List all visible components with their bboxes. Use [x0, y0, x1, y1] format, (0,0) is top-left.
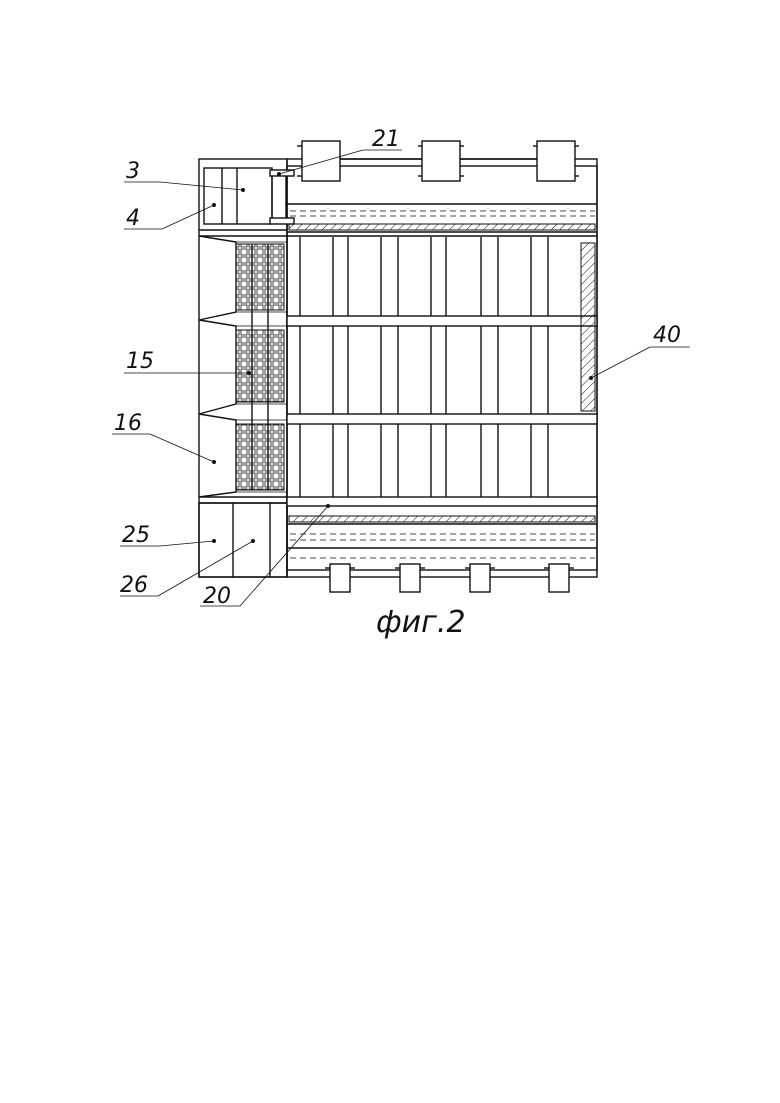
top-flanges	[297, 141, 579, 181]
bottom-flanges	[325, 564, 574, 592]
callout-25: 25	[122, 523, 150, 548]
figure-caption: фиг.2	[376, 605, 466, 640]
perforated-columns	[236, 244, 284, 490]
main-chamber	[287, 159, 597, 577]
callout-3: 3	[126, 159, 140, 184]
callout-16: 16	[114, 411, 142, 436]
callout-15: 15	[126, 349, 154, 374]
callout-40: 40	[653, 323, 681, 348]
callout-4: 4	[126, 206, 140, 231]
callout-26: 26	[120, 573, 148, 598]
callout-20: 20	[203, 584, 231, 609]
callout-21: 21	[372, 127, 400, 152]
